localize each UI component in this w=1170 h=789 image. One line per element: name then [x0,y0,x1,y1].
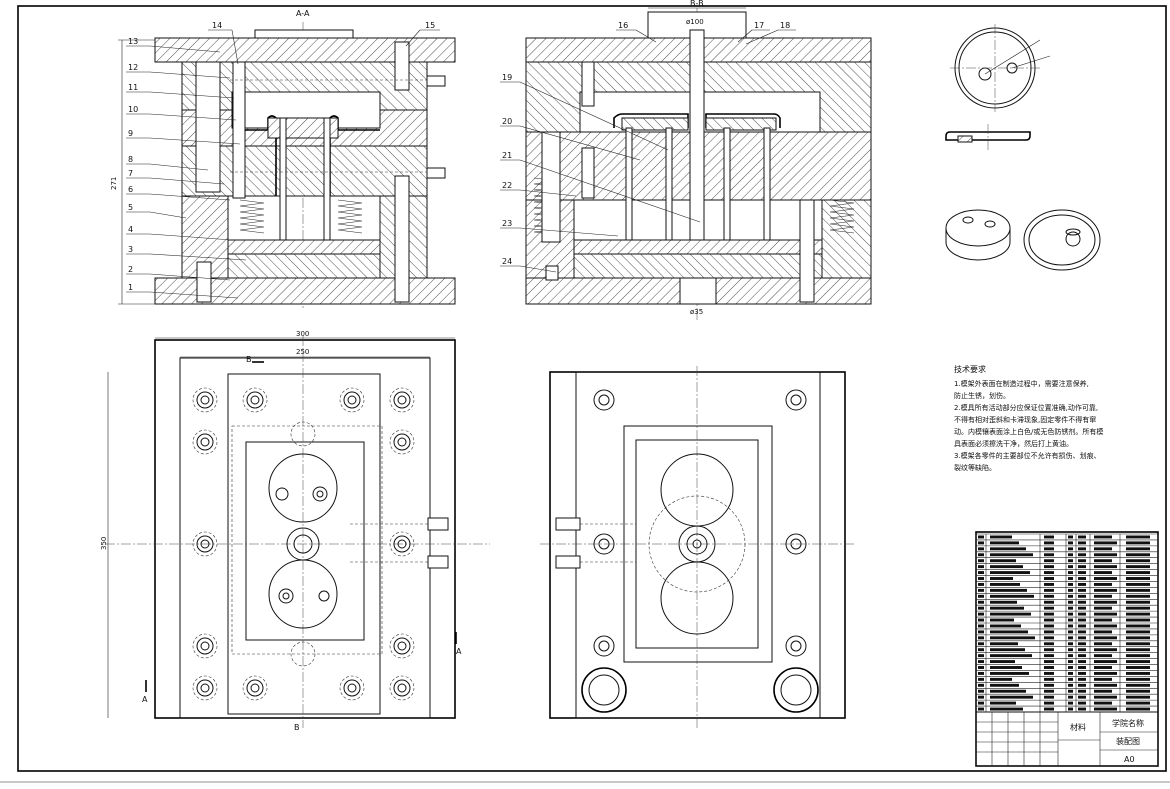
part-17: 17 [754,21,764,30]
bolt-hole-right [785,389,807,411]
bolt-hole-right [593,635,615,657]
bolt-hole-left [389,387,415,413]
marker-a-right: A [456,647,462,656]
part-callouts-top-right: 16 17 18 [616,21,796,45]
bolt-hole-left [192,675,218,701]
title-material: 材料 [1070,722,1086,732]
plan-view-right [540,366,856,728]
part-callouts-top-left: 14 15 [208,21,440,65]
bolt-hole-left [389,633,415,659]
part-9: 9 [128,129,133,138]
bolt-hole-right [785,533,807,555]
dim-width-250: 250 [296,348,309,356]
tech-line-5: 动。内模镶表面涂上白色/或无色防锈剂。所有模 [954,427,1103,436]
title-size: A0 [1124,755,1135,764]
tech-line-2: 防止生锈，划伤。 [954,391,1010,400]
tech-line-4: 不得有相对歪斜和卡滞现象,固定零件不得有窜 [954,415,1096,424]
parts-list [975,531,1159,767]
bolt-hole-right [593,533,615,555]
part-3: 3 [128,245,133,254]
tech-line-3: 2.模具所有活动部分应保证位置准确,动作可靠, [954,403,1098,412]
tech-line-8: 裂纹等缺陷。 [954,463,996,472]
plan-view-left: 300 250 350 B B A A [100,330,490,732]
title-school: 学院名称 [1112,718,1144,728]
part-13: 13 [128,37,138,46]
marker-b-top: B [246,355,252,364]
sheet-border [17,5,1167,772]
dim-dia-100: ø100 [686,18,704,26]
dim-height-350: 350 [100,537,108,550]
part-21: 21 [502,151,512,160]
section-a-a-label: A-A [296,9,310,18]
part-12: 12 [128,63,138,72]
part-20: 20 [502,117,512,126]
bolt-hole-left [389,675,415,701]
guide-bushing [581,667,627,713]
section-a-a: A-A [110,9,456,310]
section-b-b: B-B ø100 ø35 [525,0,872,320]
bolt-hole-left [192,387,218,413]
title-drawing-name: 装配图 [1116,736,1140,746]
dim-overall-height: 271 [110,177,118,190]
tech-line-7: 3.模架各零件的主要部位不允许有损伤、划痕、 [954,451,1101,460]
part-15: 15 [425,21,435,30]
bolt-hole-left [389,429,415,455]
part-8: 8 [128,155,133,164]
bolt-hole-left [192,429,218,455]
part-22: 22 [502,181,512,190]
marker-b-bottom: B [294,723,300,732]
bolt-hole-left [339,675,365,701]
section-b-b-label: B-B [690,0,704,8]
bolt-hole-left [242,675,268,701]
part-24: 24 [502,257,512,266]
part-callouts-right: 19 20 21 22 23 24 [500,73,701,273]
tech-line-6: 具表面必须擦洗干净，然后打上黄油。 [954,439,1073,448]
part-14: 14 [212,21,222,30]
tech-heading: 技术要求 [954,364,986,374]
part-16: 16 [618,21,628,30]
part-11: 11 [128,83,138,92]
bolt-hole-left [389,531,415,557]
part-1: 1 [128,283,133,292]
title-block: 材料 学院名称 装配图 A0 [975,711,1159,767]
marker-a-left: A [142,695,148,704]
part-4: 4 [128,225,133,234]
part-7: 7 [128,169,133,178]
bolt-hole-left [339,387,365,413]
dim-dia-35: ø35 [690,308,703,316]
part-23: 23 [502,219,512,228]
tech-line-1: 1.模架外表面在制造过程中，需要注意保养, [954,379,1089,388]
product-views [945,24,1101,271]
part-2: 2 [128,265,133,274]
dim-width-300: 300 [296,330,309,338]
part-18: 18 [780,21,790,30]
part-19: 19 [502,73,512,82]
part-5: 5 [128,203,133,212]
bolt-hole-right [785,635,807,657]
bolt-hole-left [242,387,268,413]
bolt-hole-left [192,633,218,659]
part-6: 6 [128,185,133,194]
bolt-hole-left [192,531,218,557]
guide-bushing [773,667,819,713]
bolt-hole-right [593,389,615,411]
part-10: 10 [128,105,138,114]
bolt-holes [192,387,819,713]
tech-requirements: 技术要求 1.模架外表面在制造过程中，需要注意保养, 防止生锈，划伤。 2.模具… [954,364,1103,472]
